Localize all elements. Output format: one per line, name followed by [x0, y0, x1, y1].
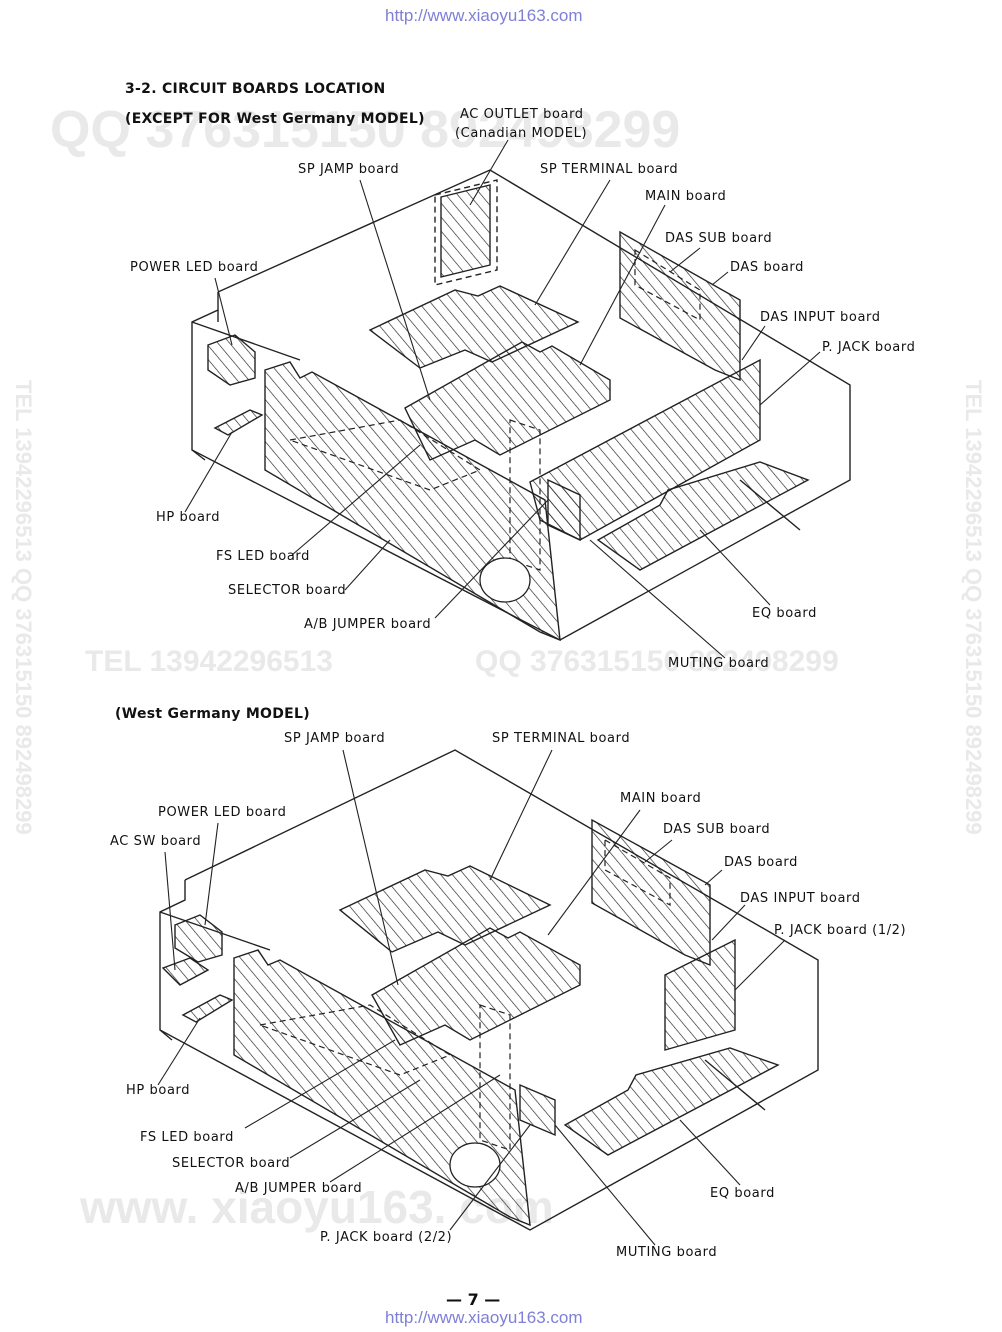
d1-eq-board — [596, 461, 810, 571]
d2-label-sp-jamp: SP JAMP board — [284, 731, 386, 746]
d2-ac-sw-board — [161, 957, 210, 986]
watermark-mid-left: TEL 13942296513 — [85, 645, 333, 678]
d1-label-p-jack: P. JACK board — [822, 340, 916, 355]
diagram2-hidden-lines — [257, 838, 671, 1151]
diagram2-leader-lines — [157, 749, 786, 1246]
diagram1-subtitle: (EXCEPT FOR West Germany MODEL) — [125, 111, 425, 127]
d2-label-ab-jumper: A/B JUMPER board — [235, 1181, 363, 1196]
d1-label-ac-outlet: AC OUTLET board — [460, 107, 584, 122]
d2-label-hp: HP board — [126, 1083, 191, 1098]
d2-hp-board — [181, 994, 234, 1023]
header-url-link[interactable]: http://www.xiaoyu163.com — [385, 6, 583, 25]
d2-eq-board — [563, 1047, 780, 1156]
d1-hp-board — [213, 409, 264, 436]
d2-knob — [449, 1142, 501, 1188]
diagram1-boards — [207, 179, 810, 642]
d1-label-muting: MUTING board — [668, 656, 770, 671]
d1-label-sp-terminal: SP TERMINAL board — [540, 162, 679, 177]
d1-label-sp-jamp: SP JAMP board — [298, 162, 400, 177]
d2-label-das-input: DAS INPUT board — [740, 891, 861, 906]
d1-label-das-sub: DAS SUB board — [665, 231, 773, 246]
d2-label-selector: SELECTOR board — [172, 1156, 291, 1171]
watermark-top: QQ 376315150 892498299 — [50, 101, 681, 159]
d2-label-ac-sw: AC SW board — [110, 834, 202, 849]
d1-label-main: MAIN board — [645, 189, 727, 204]
footer-url-link[interactable]: http://www.xiaoyu163.com — [385, 1308, 583, 1327]
d1-label-eq: EQ board — [752, 606, 817, 621]
d2-label-muting: MUTING board — [616, 1245, 718, 1260]
d2-main-board — [371, 927, 581, 1046]
watermark-mid-right: QQ 376315150 892498299 — [475, 645, 839, 678]
diagram2-subtitle: (West Germany MODEL) — [115, 706, 310, 722]
d2-label-power-led: POWER LED board — [158, 805, 287, 820]
d2-sp-terminal-board — [338, 865, 552, 953]
d2-label-p-jack-1: P. JACK board (1/2) — [774, 923, 907, 938]
d1-label-canadian: (Canadian MODEL) — [455, 126, 588, 141]
d1-ac-outlet-board — [440, 184, 491, 278]
diagram1-leader-lines — [184, 139, 821, 659]
d1-power-led-board — [207, 334, 256, 386]
d1-knob — [479, 557, 531, 603]
d2-das-board — [591, 818, 711, 967]
section-title: 3-2. CIRCUIT BOARDS LOCATION — [125, 81, 386, 97]
d1-label-das: DAS board — [730, 260, 804, 275]
d2-p-jack-board-1 — [664, 938, 736, 1051]
d2-power-led-board — [174, 914, 223, 963]
watermark-side-left: TEL 13942296513 QQ 376315150 892498299 — [11, 380, 36, 835]
d1-label-das-input: DAS INPUT board — [760, 310, 881, 325]
d1-das-board — [619, 230, 741, 382]
diagram1-hidden-lines — [287, 248, 701, 571]
d2-label-eq: EQ board — [710, 1186, 775, 1201]
watermark-side-right: TEL 13942296513 QQ 376315150 892498299 — [961, 380, 986, 835]
d1-label-power-led: POWER LED board — [130, 260, 259, 275]
d1-muting-board — [547, 478, 581, 542]
d1-sp-terminal-board — [368, 285, 580, 369]
d2-label-p-jack-2: P. JACK board (2/2) — [320, 1230, 453, 1245]
d1-label-hp: HP board — [156, 510, 221, 525]
d2-label-main: MAIN board — [620, 791, 702, 806]
d2-label-das: DAS board — [724, 855, 798, 870]
d2-muting-board — [519, 1083, 556, 1137]
d1-label-ab-jumper: A/B JUMPER board — [304, 617, 432, 632]
d2-label-sp-terminal: SP TERMINAL board — [492, 731, 631, 746]
d1-label-fs-led: FS LED board — [216, 549, 310, 564]
d2-label-fs-led: FS LED board — [140, 1130, 234, 1145]
page-number: — 7 — — [446, 1290, 501, 1309]
d1-label-selector: SELECTOR board — [228, 583, 347, 598]
d2-label-das-sub: DAS SUB board — [663, 822, 771, 837]
